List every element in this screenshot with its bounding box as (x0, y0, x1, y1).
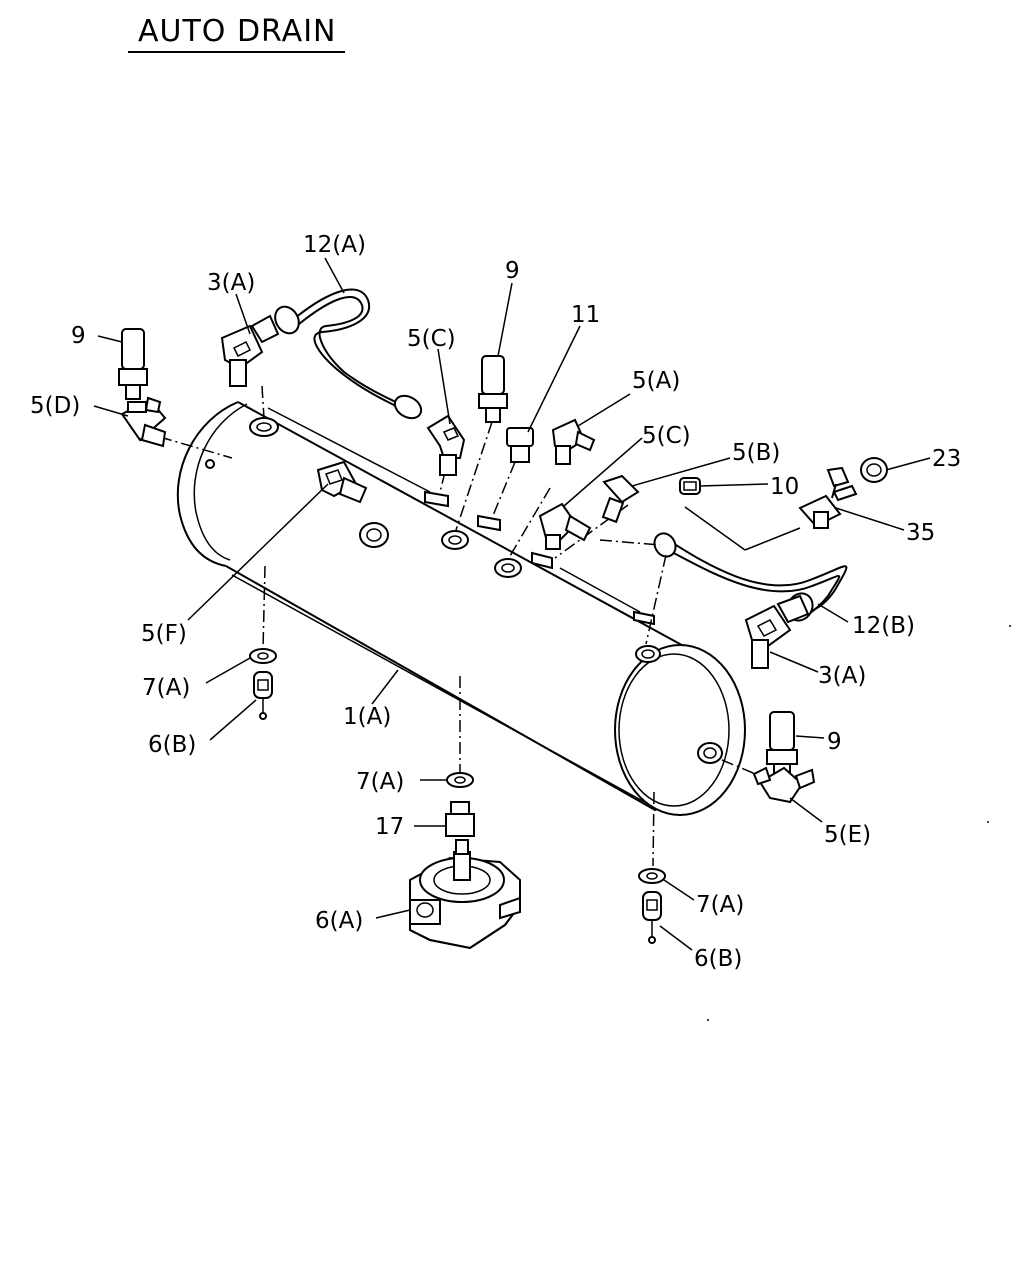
callout-3a-right: 3(A) (818, 663, 866, 689)
callout-7a-mid: 7(A) (356, 769, 404, 795)
callout-12a: 12(A) (303, 232, 366, 258)
pipe-12a (274, 288, 423, 420)
callout-5b: 5(B) (732, 440, 780, 466)
tee-fitting-5d (120, 396, 167, 448)
callout-23: 23 (932, 446, 961, 472)
sensor-9-left (118, 328, 148, 400)
callout-5e: 5(E) (824, 822, 871, 848)
callout-12b: 12(B) (852, 613, 915, 639)
air-tank (176, 401, 746, 816)
washer-7a-right (638, 868, 666, 884)
cap-10 (679, 477, 701, 495)
elbow-5c-left (426, 414, 466, 476)
callout-1a: 1(A) (343, 704, 391, 730)
elbow-5f (316, 460, 368, 504)
cap-23 (860, 457, 888, 483)
adapter-17 (445, 801, 475, 837)
callout-5a: 5(A) (632, 368, 680, 394)
drain-cock-35 (798, 466, 858, 529)
callout-5c-left: 5(C) (407, 326, 456, 352)
callout-labels: 12(A) 3(A) 9 5(D) 5(C) 9 11 5(A) 5(C) 5(… (30, 232, 961, 972)
drain-valve-6b-right (642, 891, 662, 944)
elbow-5a (551, 418, 596, 465)
callout-35: 35 (906, 520, 935, 546)
elbow-5c-right (538, 502, 592, 550)
washer-7a-left (249, 648, 277, 664)
plug-11 (506, 427, 534, 463)
callout-6a: 6(A) (315, 908, 363, 934)
diagram-title: AUTO DRAIN (128, 14, 345, 53)
callout-5c-right: 5(C) (642, 423, 691, 449)
callout-7a-left: 7(A) (142, 675, 190, 701)
pipe-12b (653, 532, 848, 622)
assembly-lines (159, 385, 801, 867)
drain-valve-6b-left (253, 671, 273, 720)
sensor-9-mid (478, 355, 508, 423)
callout-6b-right: 6(B) (694, 946, 742, 972)
callout-9-right: 9 (827, 729, 842, 755)
callout-9-mid: 9 (505, 258, 520, 284)
washer-7a-mid (446, 772, 474, 788)
callout-5f: 5(F) (141, 621, 187, 647)
sensor-9-right (766, 711, 798, 777)
elbow-5b (601, 474, 640, 524)
elbow-3a-right (744, 594, 810, 669)
callout-10: 10 (770, 474, 799, 500)
callout-17: 17 (375, 814, 404, 840)
callout-5d: 5(D) (30, 393, 80, 419)
tee-fitting-5e (752, 766, 816, 804)
callout-3a-top: 3(A) (207, 270, 255, 296)
elbow-3a-top (220, 314, 280, 387)
leader-lines (93, 257, 931, 951)
callout-11: 11 (571, 302, 600, 328)
callout-6b-left: 6(B) (148, 732, 196, 758)
callout-9-left: 9 (71, 323, 86, 349)
auto-drain-valve-6a (409, 839, 521, 950)
callout-7a-right: 7(A) (696, 892, 744, 918)
